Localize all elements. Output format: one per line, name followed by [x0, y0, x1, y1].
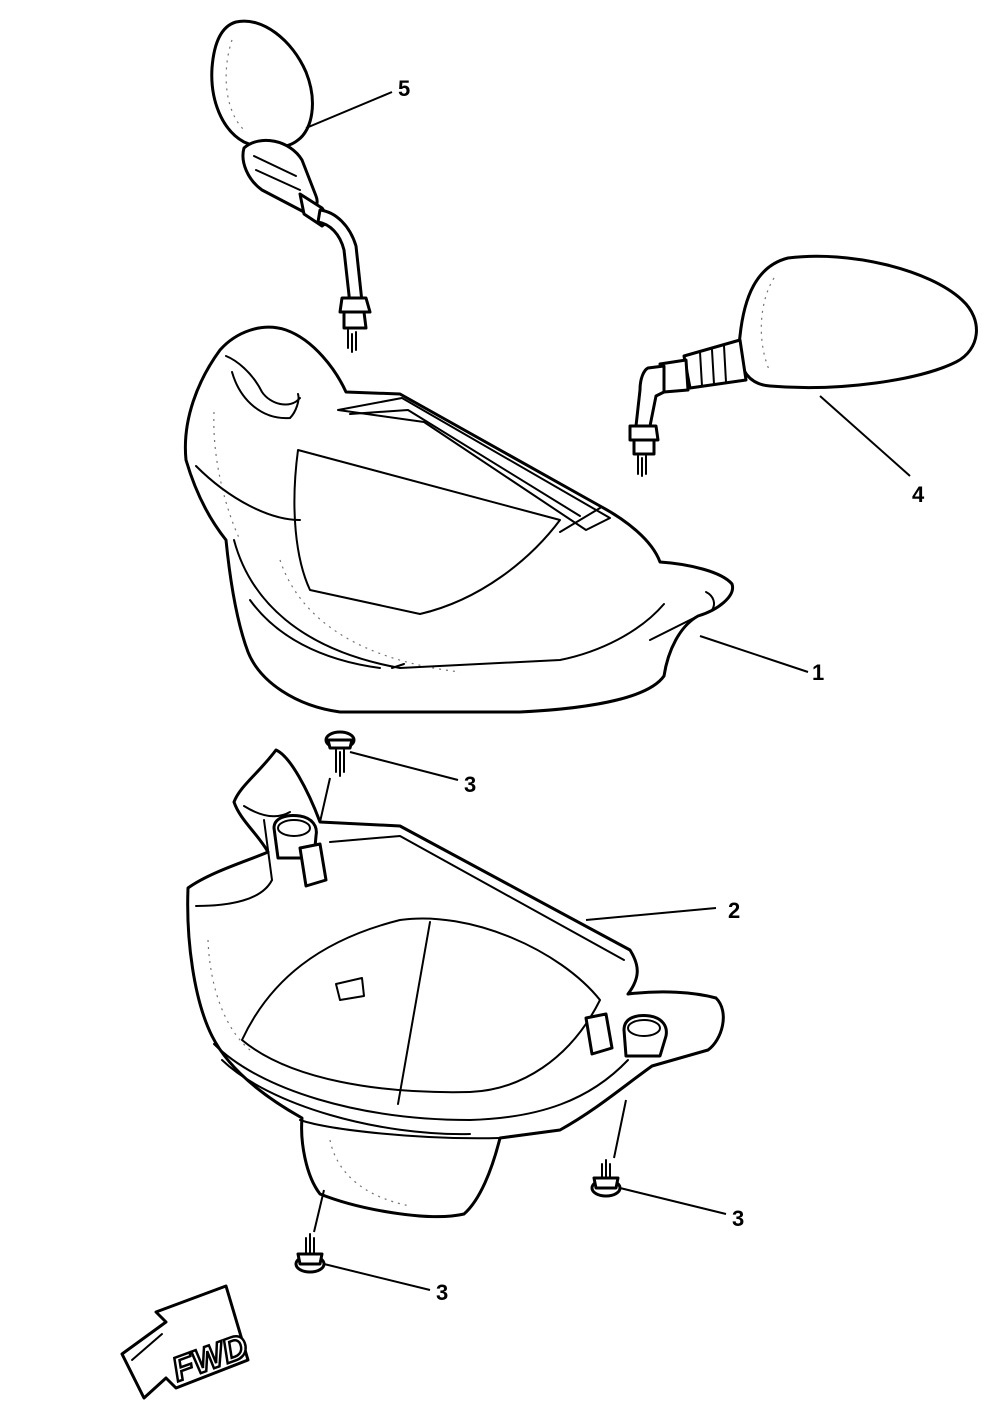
screw-right: [590, 1159, 622, 1198]
screw-bottom-guide-line: [313, 1189, 325, 1233]
screw-bottom: [294, 1233, 326, 1274]
mirror-left: [210, 19, 372, 353]
lower-handlebar-cover: [186, 748, 725, 1219]
forward-direction-arrow: FWD: [120, 1284, 254, 1400]
leader-line-2: [585, 907, 717, 921]
leader-line-3-right: [619, 1187, 727, 1215]
screw-top: [324, 730, 356, 777]
callout-number-3-top: 3: [464, 772, 476, 797]
mirror-right: [628, 254, 978, 477]
callout-number-1: 1: [812, 660, 824, 685]
leader-line-4: [819, 395, 911, 477]
leader-line-3-top: [349, 751, 459, 781]
leader-line-3-bottom: [323, 1263, 431, 1291]
upper-handlebar-cover: [183, 325, 734, 714]
callout-number-3-bottom: 3: [436, 1280, 448, 1305]
callout-number-4: 4: [912, 482, 925, 507]
callout-number-5: 5: [398, 76, 410, 101]
callout-number-2: 2: [728, 898, 740, 923]
screw-top-guide-line: [319, 777, 331, 823]
leader-line-5: [305, 91, 393, 129]
leader-line-1: [699, 635, 809, 673]
screw-right-guide-line: [613, 1099, 627, 1159]
callout-number-3-right: 3: [732, 1206, 744, 1231]
